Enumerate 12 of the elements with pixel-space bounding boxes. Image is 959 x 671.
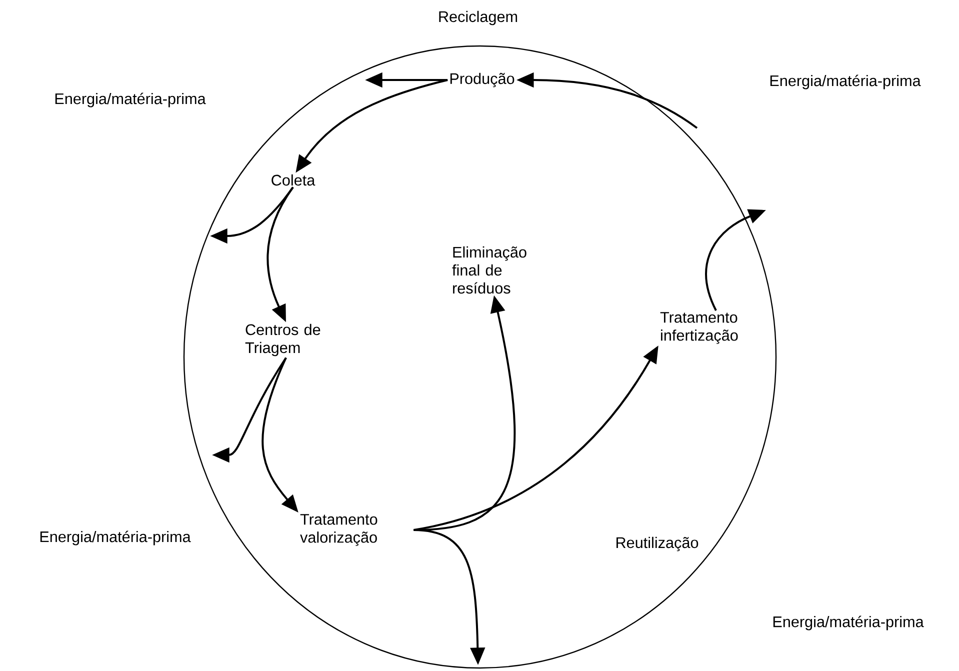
energy-label: Energia/matéria-prima <box>40 530 191 546</box>
stage-label: Centros de Triagem <box>245 324 320 356</box>
energy-label: Energia/matéria-prima <box>770 74 921 90</box>
stage-label: Coleta <box>272 174 316 186</box>
stage-label: Tratamento valorização <box>300 514 378 546</box>
stage-label: Eliminação final de resíduos <box>452 246 526 294</box>
energy-label: Energia/matéria-prima <box>55 92 206 108</box>
energy-label: Energia/matéria-prima <box>773 616 924 630</box>
stage-label: Produção <box>450 72 514 88</box>
label: Reutilização <box>616 536 698 552</box>
stage-label: Tratamento infertização <box>660 312 738 344</box>
heading: Reciclagem <box>439 10 518 26</box>
